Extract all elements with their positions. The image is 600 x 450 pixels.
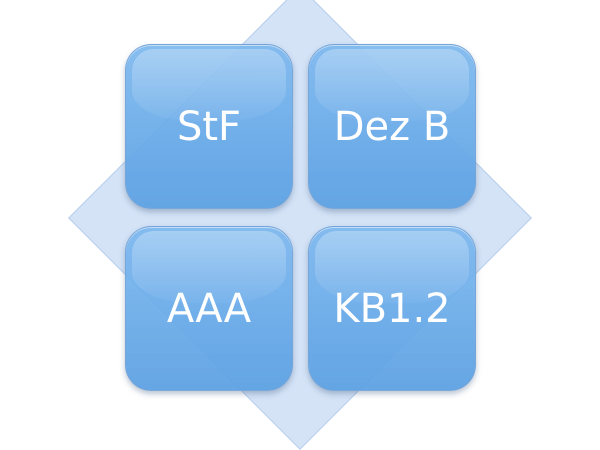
tile-bottom-right: KB1.2 [308, 226, 476, 391]
tile-bottom-left: AAA [125, 226, 293, 391]
tile-label: KB1.2 [333, 285, 451, 332]
tile-label: StF [176, 103, 242, 150]
tile-label: Dez B [333, 103, 451, 150]
tile-label: AAA [166, 285, 252, 332]
tile-top-right: Dez B [308, 44, 476, 209]
tile-top-left: StF [125, 44, 293, 209]
